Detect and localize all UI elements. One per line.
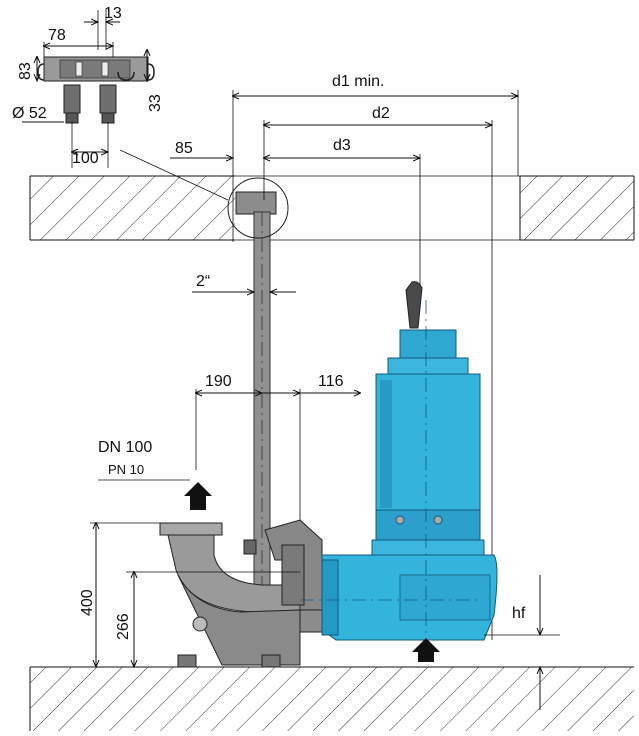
- discharge-foot: [159, 519, 323, 668]
- dim-hf: hf: [512, 605, 526, 622]
- dim-52: Ø 52: [12, 105, 47, 122]
- dim-400: 400: [79, 589, 96, 616]
- dim-100: 100: [72, 150, 99, 167]
- dim-116: 116: [318, 373, 344, 390]
- height-dimensions: [90, 523, 560, 710]
- dim-83: 83: [17, 62, 34, 80]
- middle-dimensions: [98, 389, 360, 520]
- ceiling-slab: [29, 175, 635, 241]
- dim-d2: d2: [372, 105, 390, 122]
- pn-label: PN 10: [108, 462, 144, 477]
- top-dimensions: [170, 90, 518, 640]
- dim-266: 266: [115, 613, 132, 640]
- bracket-detail: [22, 10, 229, 201]
- dn-label: DN 100: [98, 439, 152, 456]
- pipe-size-label: 2“: [196, 273, 210, 290]
- guide-pipe: [227, 177, 289, 608]
- dim-d1: d1 min.: [332, 73, 384, 90]
- dim-33: 33: [147, 94, 164, 112]
- dim-85: 85: [175, 140, 193, 157]
- dim-78: 78: [48, 27, 66, 44]
- dim-13: 13: [104, 5, 122, 22]
- dim-190: 190: [205, 373, 232, 390]
- dim-d3: d3: [333, 137, 351, 154]
- floor-slab: [29, 666, 634, 731]
- flow-arrow-icon: [184, 482, 440, 662]
- pump-body: [300, 281, 498, 641]
